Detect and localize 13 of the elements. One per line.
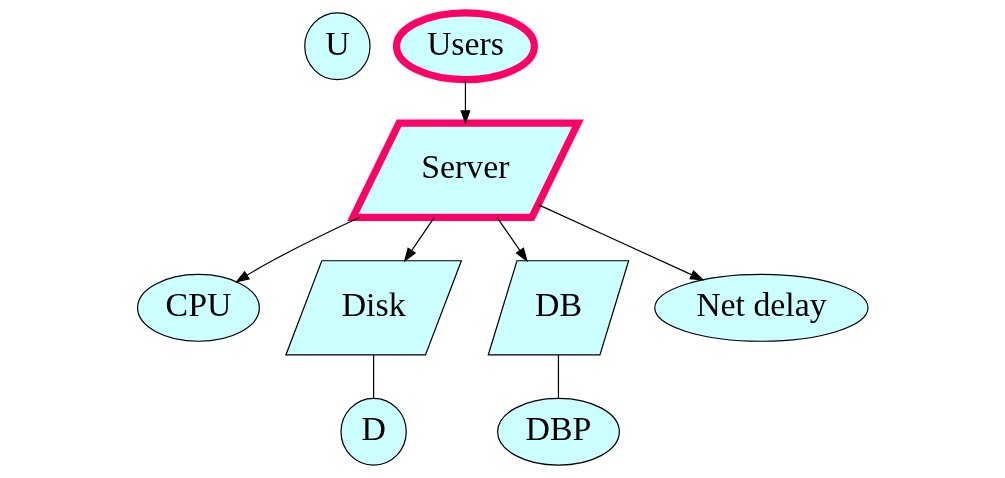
arrow: [234, 216, 361, 283]
connector: [372, 354, 374, 399]
node-ellipse: Net delay: [653, 273, 869, 342]
arrow: [459, 79, 471, 125]
connector: [557, 354, 559, 399]
node-ellipse: DBP: [496, 397, 620, 466]
arrow: [537, 204, 704, 281]
node-ellipse: Users: [392, 9, 538, 84]
node-circle: D: [339, 397, 407, 466]
arrow: [403, 216, 435, 263]
arrow: [496, 216, 528, 263]
node-circle: U: [303, 12, 371, 81]
node-ellipse: CPU: [136, 273, 260, 342]
